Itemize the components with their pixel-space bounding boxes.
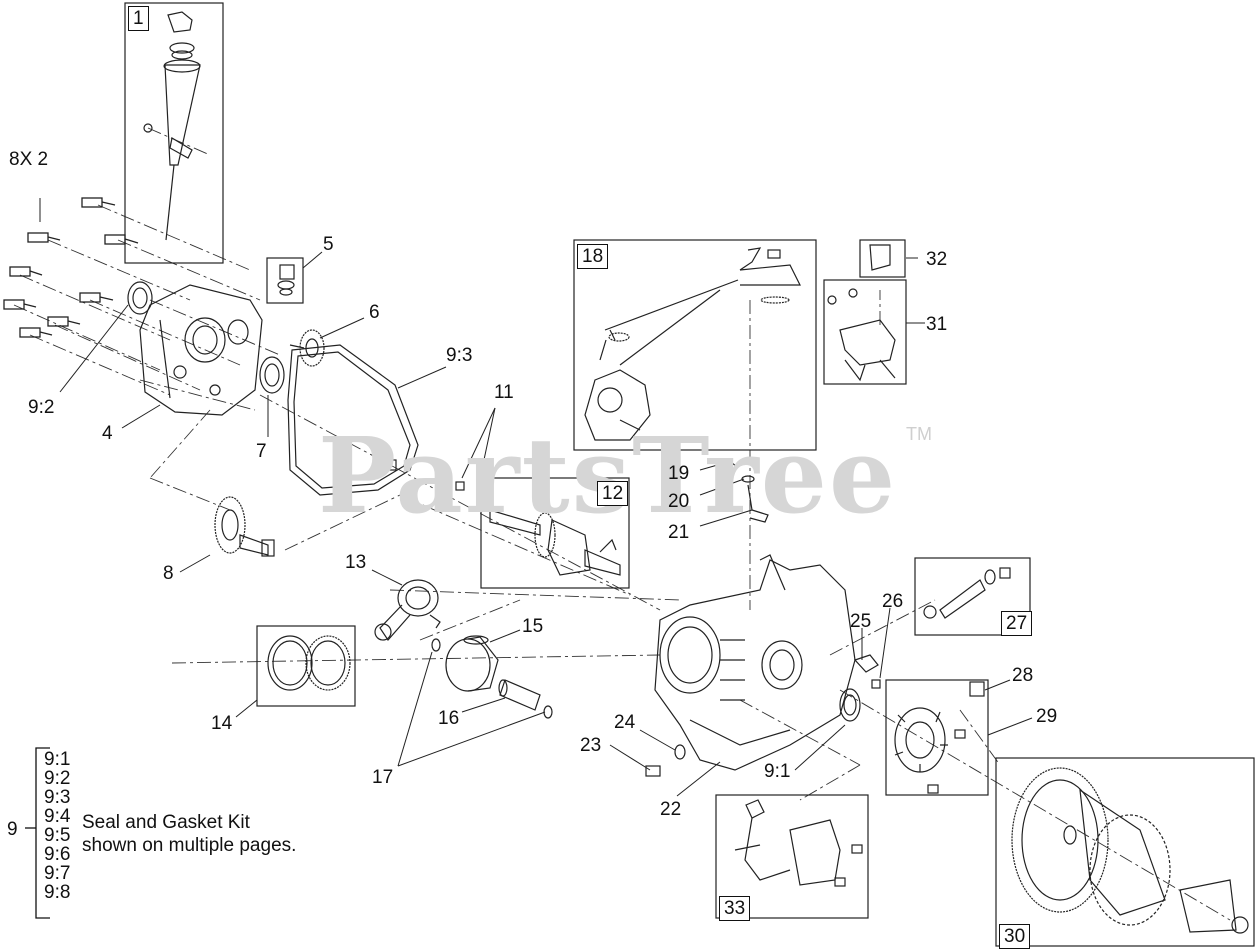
carburetor-assembly	[584, 247, 801, 441]
dowel-pins	[387, 459, 465, 491]
crank-seal	[839, 688, 861, 722]
kit-item: 9:7	[44, 863, 71, 884]
callout-13: 13	[345, 552, 367, 573]
callout-1: 1	[128, 6, 149, 31]
part-frames	[124, 2, 1255, 947]
throttle-control	[827, 244, 896, 382]
kit-item: 9:5	[44, 825, 71, 846]
leader-lines	[39, 198, 1033, 797]
callout-7: 7	[256, 441, 267, 462]
piston-pin	[498, 679, 541, 711]
crankcase-cover	[139, 284, 263, 416]
kit-item: 9:3	[44, 787, 71, 808]
callout-23: 23	[580, 735, 602, 756]
oil-seal	[127, 281, 153, 315]
callout-6: 6	[369, 302, 380, 323]
callout-14: 14	[211, 713, 233, 734]
callout-5: 5	[323, 234, 334, 255]
kit-description-line1: Seal and Gasket Kit	[82, 812, 250, 833]
piston	[445, 635, 499, 692]
bearing	[259, 356, 285, 394]
bracket-and-bolt	[853, 654, 881, 689]
drain-plug	[645, 744, 686, 777]
callout-9-2: 9:2	[28, 397, 55, 418]
piston-rings	[267, 635, 351, 691]
connecting-rod	[374, 579, 441, 641]
kit-description-line2: shown on multiple pages.	[82, 835, 297, 856]
callout-24: 24	[614, 712, 636, 733]
kit-bracket	[25, 747, 50, 919]
callout-18: 18	[577, 244, 609, 269]
ignition-stator	[894, 681, 985, 794]
callout-9-1: 9:1	[764, 761, 791, 782]
pin-clips	[431, 638, 553, 719]
callout-26: 26	[882, 591, 904, 612]
watermark: PartsTree	[318, 414, 898, 537]
callout-4: 4	[102, 423, 113, 444]
dipstick-assembly	[143, 11, 201, 241]
camshaft	[214, 496, 275, 557]
kit-item: 9:2	[44, 768, 71, 789]
callout-22: 22	[660, 799, 682, 820]
governor-arm-assembly	[923, 567, 1011, 619]
crankcase-cover-bolts	[3, 197, 139, 338]
callout-20: 20	[668, 491, 690, 512]
callout-21: 21	[668, 522, 690, 543]
kit-item-list: 9:1 9:2 9:3 9:4 9:5 9:6 9:7 9:8	[44, 750, 70, 902]
callout-16: 16	[438, 708, 460, 729]
governor-shaft-parts	[727, 459, 769, 523]
flywheel	[1011, 767, 1249, 934]
cylinder-block	[654, 554, 856, 771]
trademark-symbol: TM	[906, 424, 932, 444]
center-lines	[13, 127, 1231, 921]
callout-17: 17	[372, 767, 394, 788]
kit-item: 9:6	[44, 844, 71, 865]
callout-15: 15	[522, 616, 544, 637]
governor-part	[277, 264, 295, 296]
cover-gasket	[287, 344, 419, 496]
ignition-coil	[734, 799, 863, 887]
kit-item: 9:1	[44, 749, 71, 770]
callout-19: 19	[668, 463, 690, 484]
callout-33: 33	[719, 896, 751, 921]
callout-11: 11	[494, 382, 514, 403]
kit-number: 9	[7, 819, 18, 840]
kit-item: 9:4	[44, 806, 71, 827]
callout-8: 8	[163, 563, 174, 584]
callout-29: 29	[1036, 706, 1058, 727]
kit-item: 9:8	[44, 882, 71, 903]
callout-8x2: 8X 2	[9, 149, 49, 170]
callout-27: 27	[1001, 611, 1033, 636]
callout-30: 30	[999, 924, 1031, 949]
crankshaft	[489, 509, 621, 576]
callout-25: 25	[850, 611, 872, 632]
callout-9-3: 9:3	[446, 345, 473, 366]
callout-12: 12	[597, 481, 629, 506]
callout-32: 32	[926, 249, 948, 270]
callout-28: 28	[1012, 665, 1034, 686]
callout-31: 31	[926, 314, 948, 335]
